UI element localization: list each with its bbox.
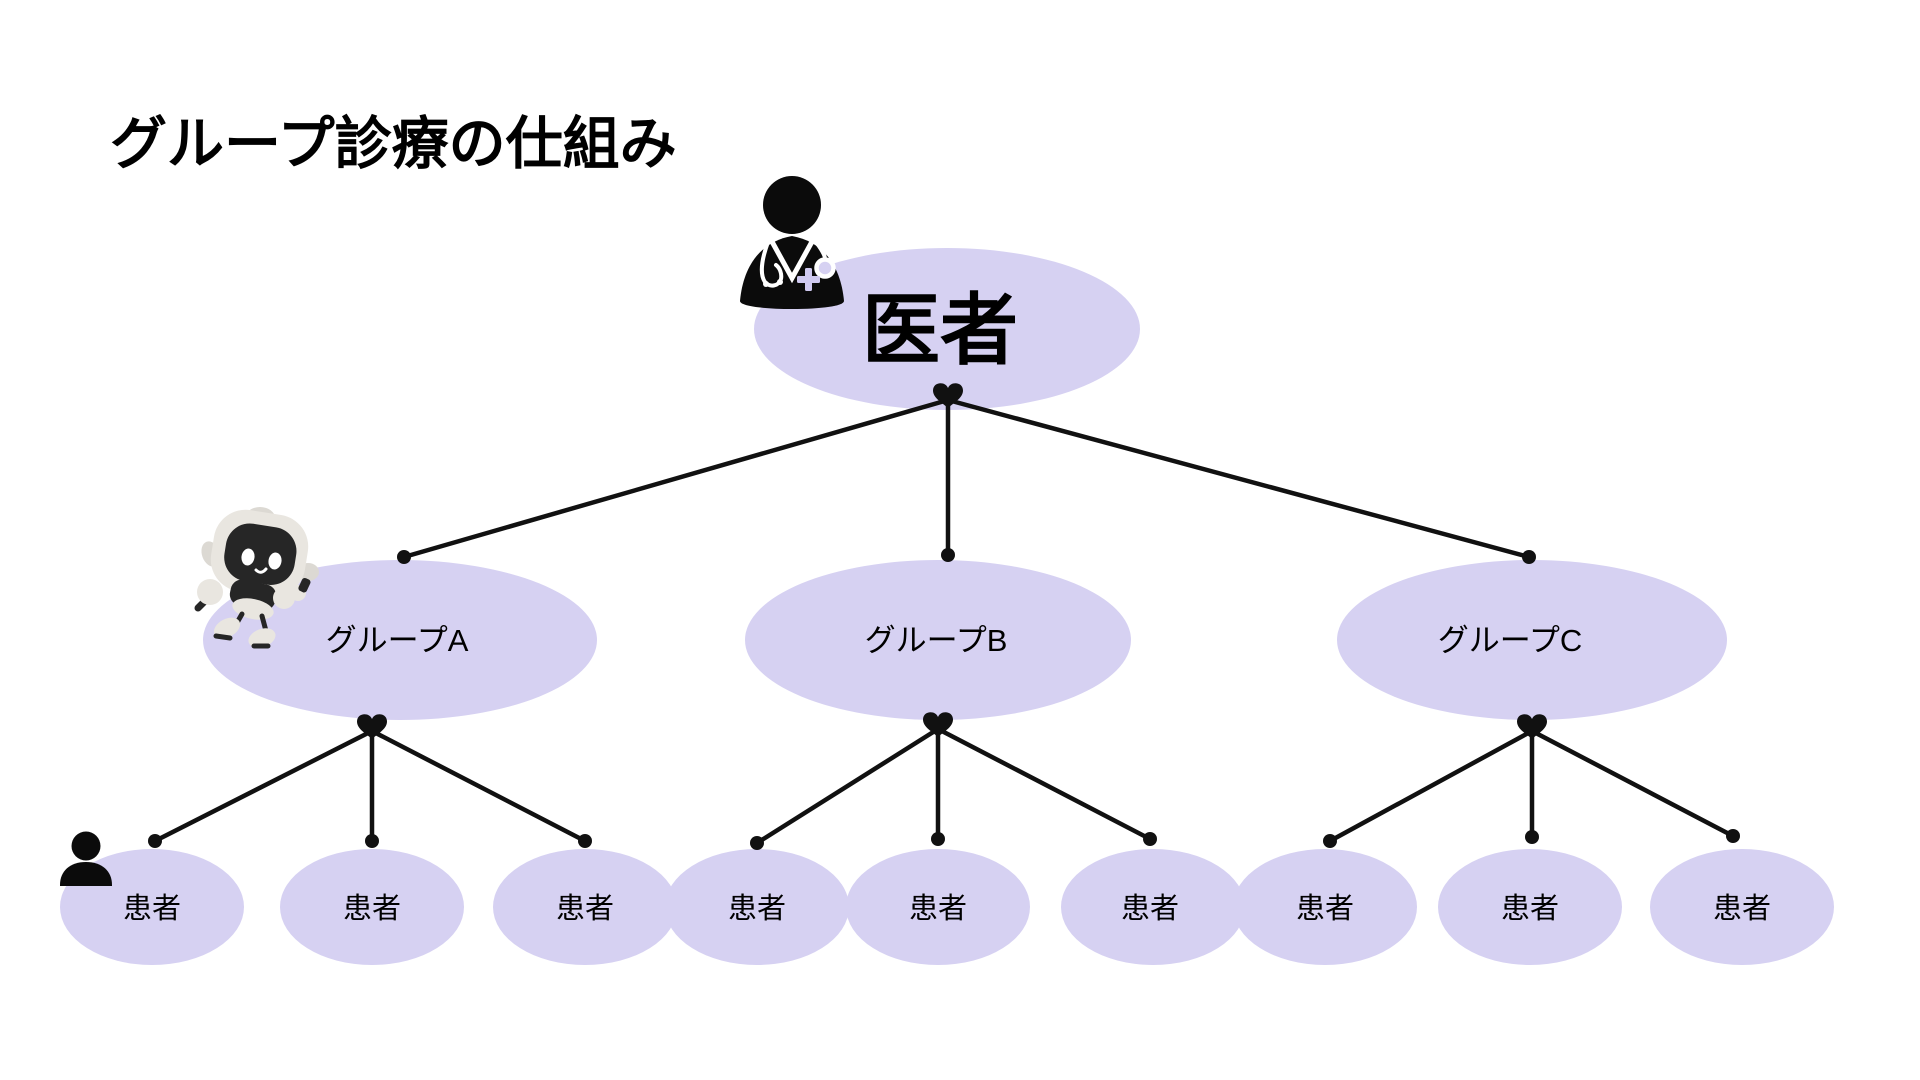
- group-b-node-ellipse: [745, 560, 1131, 720]
- junction-heart-icon: [923, 712, 953, 737]
- patient-label: 患者: [1296, 892, 1354, 925]
- patient-node-ellipse: [280, 849, 464, 965]
- patient-node-ellipse: [665, 849, 849, 965]
- junction-heart-icon: [933, 383, 963, 408]
- patient-label: 患者: [1713, 892, 1771, 925]
- group-c-label: グループC: [1438, 623, 1583, 658]
- connector-dot: [750, 836, 764, 850]
- junction-heart-icon: [1517, 714, 1547, 739]
- junction-heart-icon: [357, 714, 387, 739]
- connector-dot: [365, 834, 379, 848]
- connector-dot: [1522, 550, 1536, 564]
- connector-line: [369, 728, 588, 844]
- connector-dot: [941, 548, 955, 562]
- patient-label: 患者: [1501, 892, 1559, 925]
- group-a-label: グループA: [326, 623, 469, 658]
- patient-node-ellipse: [493, 849, 677, 965]
- connector-dot: [397, 550, 411, 564]
- connector-line: [754, 726, 941, 846]
- group-c-node-ellipse: [1337, 560, 1727, 720]
- connector-line: [935, 726, 1153, 842]
- patient-label: 患者: [728, 892, 786, 925]
- doctor-icon: [740, 176, 844, 309]
- connector-dot: [1143, 832, 1157, 846]
- connector-dot: [1323, 834, 1337, 848]
- patient-node-ellipse: [1233, 849, 1417, 965]
- connector-dot: [931, 832, 945, 846]
- patient-label: 患者: [1121, 892, 1179, 925]
- root-node-ellipse: [754, 248, 1140, 410]
- page-title: グループ診療の仕組み: [110, 112, 677, 176]
- connector-line: [401, 397, 951, 560]
- connector-dot: [578, 834, 592, 848]
- connector-line: [152, 728, 375, 844]
- person-icon: [60, 831, 112, 886]
- connector-dot: [1726, 829, 1740, 843]
- connector-dot: [1525, 830, 1539, 844]
- patient-node-ellipse: [1650, 849, 1834, 965]
- patient-node-ellipse: [846, 849, 1030, 965]
- patient-label: 患者: [343, 892, 401, 925]
- root-node-label: 医者: [862, 286, 1018, 374]
- robot-icon: [194, 507, 319, 649]
- connector-line: [945, 397, 1532, 560]
- group-b-label: グループB: [865, 623, 1008, 658]
- connector-line: [1327, 728, 1535, 844]
- patient-label: 患者: [556, 892, 614, 925]
- patient-node-ellipse: [1061, 849, 1245, 965]
- connector-line: [1529, 728, 1736, 839]
- patient-label: 患者: [123, 892, 181, 925]
- patient-node-ellipse: [1438, 849, 1622, 965]
- connector-dot: [148, 834, 162, 848]
- patient-label: 患者: [909, 892, 967, 925]
